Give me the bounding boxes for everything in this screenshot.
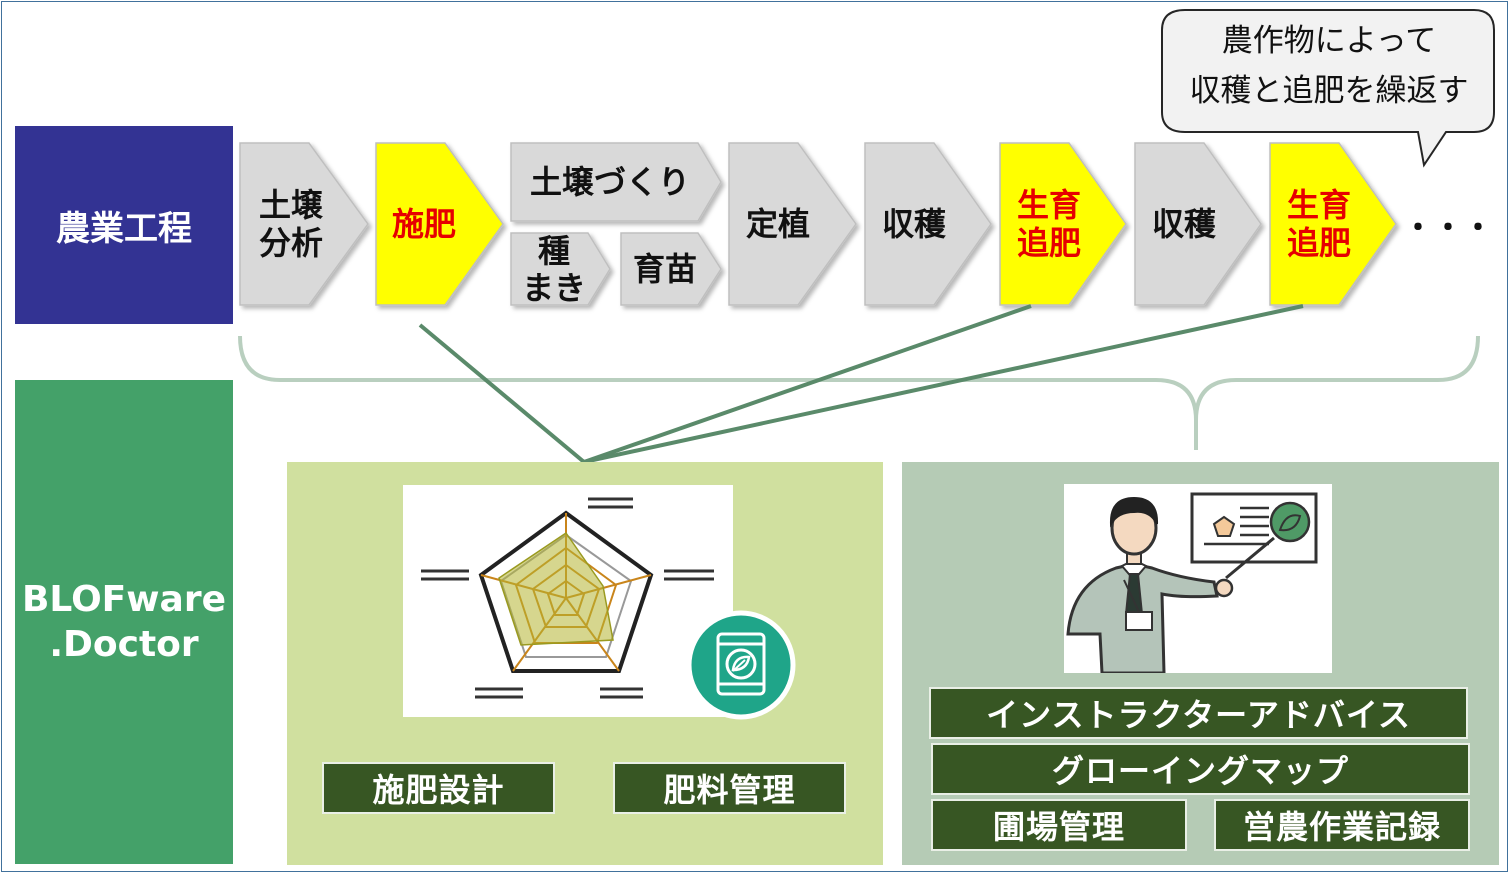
step-arrow-sowing <box>510 232 611 306</box>
step-label-topdressing: 生育 追肥 <box>1016 185 1081 262</box>
ellipsis: ・・・ <box>1403 211 1493 246</box>
connector-line <box>583 304 1032 464</box>
callout-bubble <box>1161 9 1495 168</box>
callout-text: 農作物によって 収穫と追肥を繰返す <box>1189 23 1469 109</box>
step-arrow-soil-analysis <box>239 142 369 306</box>
step-arrow-fertilization <box>375 142 504 306</box>
step-label-planting: 定植 <box>745 204 810 243</box>
step-label-harvest: 収穫 <box>881 204 946 243</box>
step-label-harvest: 収穫 <box>1151 204 1216 243</box>
agri-process-label: 農業工程 <box>15 126 233 324</box>
step-label-soil-making: 土壌づくり <box>529 162 690 201</box>
instructor-card <box>1064 484 1332 675</box>
step-label-seedling: 育苗 <box>632 249 697 288</box>
farm-work-record-button[interactable]: 営農作業記録 <box>1214 799 1470 851</box>
fertilizer-management-button[interactable]: 肥料管理 <box>613 762 846 814</box>
fertilizer-panel: 施肥設計 肥料管理 <box>287 462 883 865</box>
radar-chart-icon <box>421 497 714 699</box>
step-arrow-harvest-1 <box>864 142 992 306</box>
step-arrow-seedling <box>620 232 722 306</box>
instructor-advice-button[interactable]: インストラクターアドバイス <box>929 687 1468 739</box>
step-label-fertilization: 施肥 <box>391 204 456 243</box>
fertilizer-bag-icon <box>686 610 796 720</box>
blofware-doctor-label: BLOFware .Doctor <box>15 380 233 864</box>
radar-chart-card <box>403 485 733 717</box>
step-arrow-harvest-2 <box>1134 142 1262 306</box>
connector-line <box>583 304 1304 464</box>
step-arrow-soil-making <box>510 142 722 222</box>
growing-map-button[interactable]: グローイングマップ <box>931 743 1470 795</box>
instructor-presentation-icon <box>1066 492 1318 675</box>
step-label-topdressing: 生育 追肥 <box>1286 185 1351 262</box>
step-label-soil-analysis: 土壌 分析 <box>258 185 323 262</box>
step-arrow-planting <box>728 142 857 306</box>
step-arrow-topdressing-2 <box>1269 142 1397 306</box>
step-arrow-topdressing-1 <box>999 142 1127 306</box>
advisory-panel: インストラクターアドバイス グローイングマップ 圃場管理 営農作業記録 <box>902 462 1499 865</box>
field-management-button[interactable]: 圃場管理 <box>931 799 1187 851</box>
process-brace <box>238 335 1480 450</box>
fertilization-design-button[interactable]: 施肥設計 <box>322 762 555 814</box>
connector-line <box>418 323 586 464</box>
step-label-sowing: 種 まき <box>521 232 586 307</box>
